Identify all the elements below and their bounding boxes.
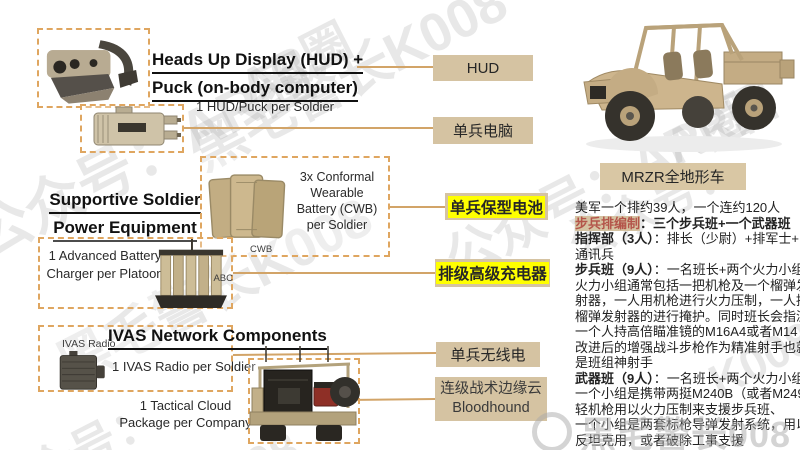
radio-text: 1 IVAS Radio per Soldier	[112, 359, 256, 374]
cloud-text: 1 Tactical Cloud Package per Company	[118, 397, 253, 431]
cwb-tag: CWB	[250, 244, 273, 255]
network-title: IVAS Network Components	[108, 324, 327, 350]
hud-image-frame	[37, 28, 150, 108]
callout-soldier-radio: 单兵无线电	[436, 342, 540, 367]
org-text-line: 一个人持高倍瞄准镜的M16A4或者M14	[575, 324, 798, 339]
org-text-line: 美军一个排约39人，一个连约120人	[575, 200, 781, 215]
callout-soldier-computer-label: 单兵电脑	[452, 123, 513, 140]
org-text-line: 是班组神射手	[575, 355, 654, 370]
callout-hud: HUD	[433, 55, 533, 81]
network-section-title: IVAS Network Components	[108, 322, 327, 350]
org-text-line: 步兵排编制：三个步兵班+一个武器班	[575, 215, 791, 231]
radio-frame: IVAS Radio 1 IVAS Radio per Soldier	[38, 325, 256, 392]
org-text-line: 指挥部（3人）：排长（少尉）+排军士+	[575, 231, 799, 246]
org-text-line: 步兵班（9人）：一名班长+两个火力小组	[575, 262, 800, 277]
charger-tag: ABC	[213, 273, 233, 284]
callout-company-cloud-line1: 连级战术边缘云	[440, 381, 542, 397]
org-text-line: 反坦克用，或者破除工事支援	[575, 432, 745, 448]
cloud-text-line2: Package per Company	[119, 415, 252, 430]
callout-hud-label: HUD	[466, 59, 500, 77]
org-text-line: 通讯兵	[575, 246, 615, 262]
charger-text-line1: 1 Advanced Battery	[48, 248, 162, 263]
org-text-line: 武器班（9人）：一名班长+两个火力小组	[575, 370, 800, 386]
org-text-line: 一个小组是两套标枪导弹发射系统，用以	[575, 417, 800, 432]
battery-charger-image	[155, 239, 227, 309]
callout-soldier-radio-label: 单兵无线电	[450, 347, 526, 364]
callout-company-cloud-line2: Bloodhound	[452, 400, 530, 416]
callout-platoon-charger: 排级高级充电器	[435, 259, 550, 287]
power-title-line2: Power Equipment	[53, 216, 197, 242]
cwb-text-line2: Battery (CWB)	[296, 202, 378, 216]
mrzr-label-box: MRZR全地形车	[600, 163, 746, 190]
cwb-text: 3x Conformal Wearable Battery (CWB) per …	[286, 169, 388, 233]
callout-company-cloud: 连级战术边缘云 Bloodhound	[435, 377, 547, 421]
platoon-organization-text: 美军一个排约39人，一个连约120人步兵排编制：三个步兵班+一个武器班指挥部（3…	[575, 200, 800, 448]
org-text-line: 改进后的增强战斗步枪作为精准射手也就	[575, 339, 800, 355]
org-text-line: 榴弹发射器的进行掩护。同时班长会指派	[575, 308, 800, 324]
hud-title-line1: Heads Up Display (HUD) +	[152, 48, 364, 74]
org-text-line: 射器，一人用机枪进行火力压制，一人持	[575, 293, 800, 308]
cwb-text-line1: 3x Conformal Wearable	[299, 170, 375, 200]
cwb-battery-image	[208, 174, 286, 239]
tactical-cloud-vehicle-image	[249, 346, 360, 441]
org-text-line: 火力小组通常包括一把机枪及一个榴弹发	[575, 277, 800, 293]
hud-title-line2: Puck (on-body computer)	[152, 76, 358, 102]
hud-section-title: Heads Up Display (HUD) + Puck (on-body c…	[152, 46, 364, 102]
mrzr-label: MRZR全地形车	[621, 169, 725, 186]
callout-platoon-charger-label: 排级高级充电器	[436, 262, 549, 284]
charger-text: 1 Advanced Battery Charger per Platoon	[44, 247, 166, 283]
charger-text-line2: Charger per Platoon	[46, 266, 164, 281]
cloud-text-line1: 1 Tactical Cloud	[139, 398, 232, 413]
charger-frame: 1 Advanced Battery Charger per Platoon A…	[38, 237, 233, 309]
org-text-line: 轻机枪用以火力压制来支援步兵班、	[575, 401, 784, 417]
ivas-radio-image	[59, 351, 105, 390]
mrzr-vehicle-image	[583, 22, 795, 152]
tactical-cloud-frame	[248, 346, 360, 444]
power-section-title: Supportive Soldier Power Equipment	[45, 186, 205, 242]
hud-subtitle: 1 HUD/Puck per Soldier	[196, 99, 334, 114]
radio-tag: IVAS Radio	[62, 338, 116, 350]
puck-image-frame	[80, 104, 184, 153]
callout-soldier-battery-label: 单兵保型电池	[447, 195, 545, 218]
org-text-line: 一个小组是携带两挺M240B（或者M249）	[575, 386, 800, 401]
callout-soldier-battery: 单兵保型电池	[445, 193, 548, 220]
power-title-line1: Supportive Soldier	[49, 188, 201, 214]
hud-goggle-image	[46, 40, 139, 104]
puck-image	[93, 106, 181, 146]
callout-soldier-computer: 单兵电脑	[433, 117, 533, 144]
cwb-text-line3: per Soldier	[306, 218, 368, 232]
